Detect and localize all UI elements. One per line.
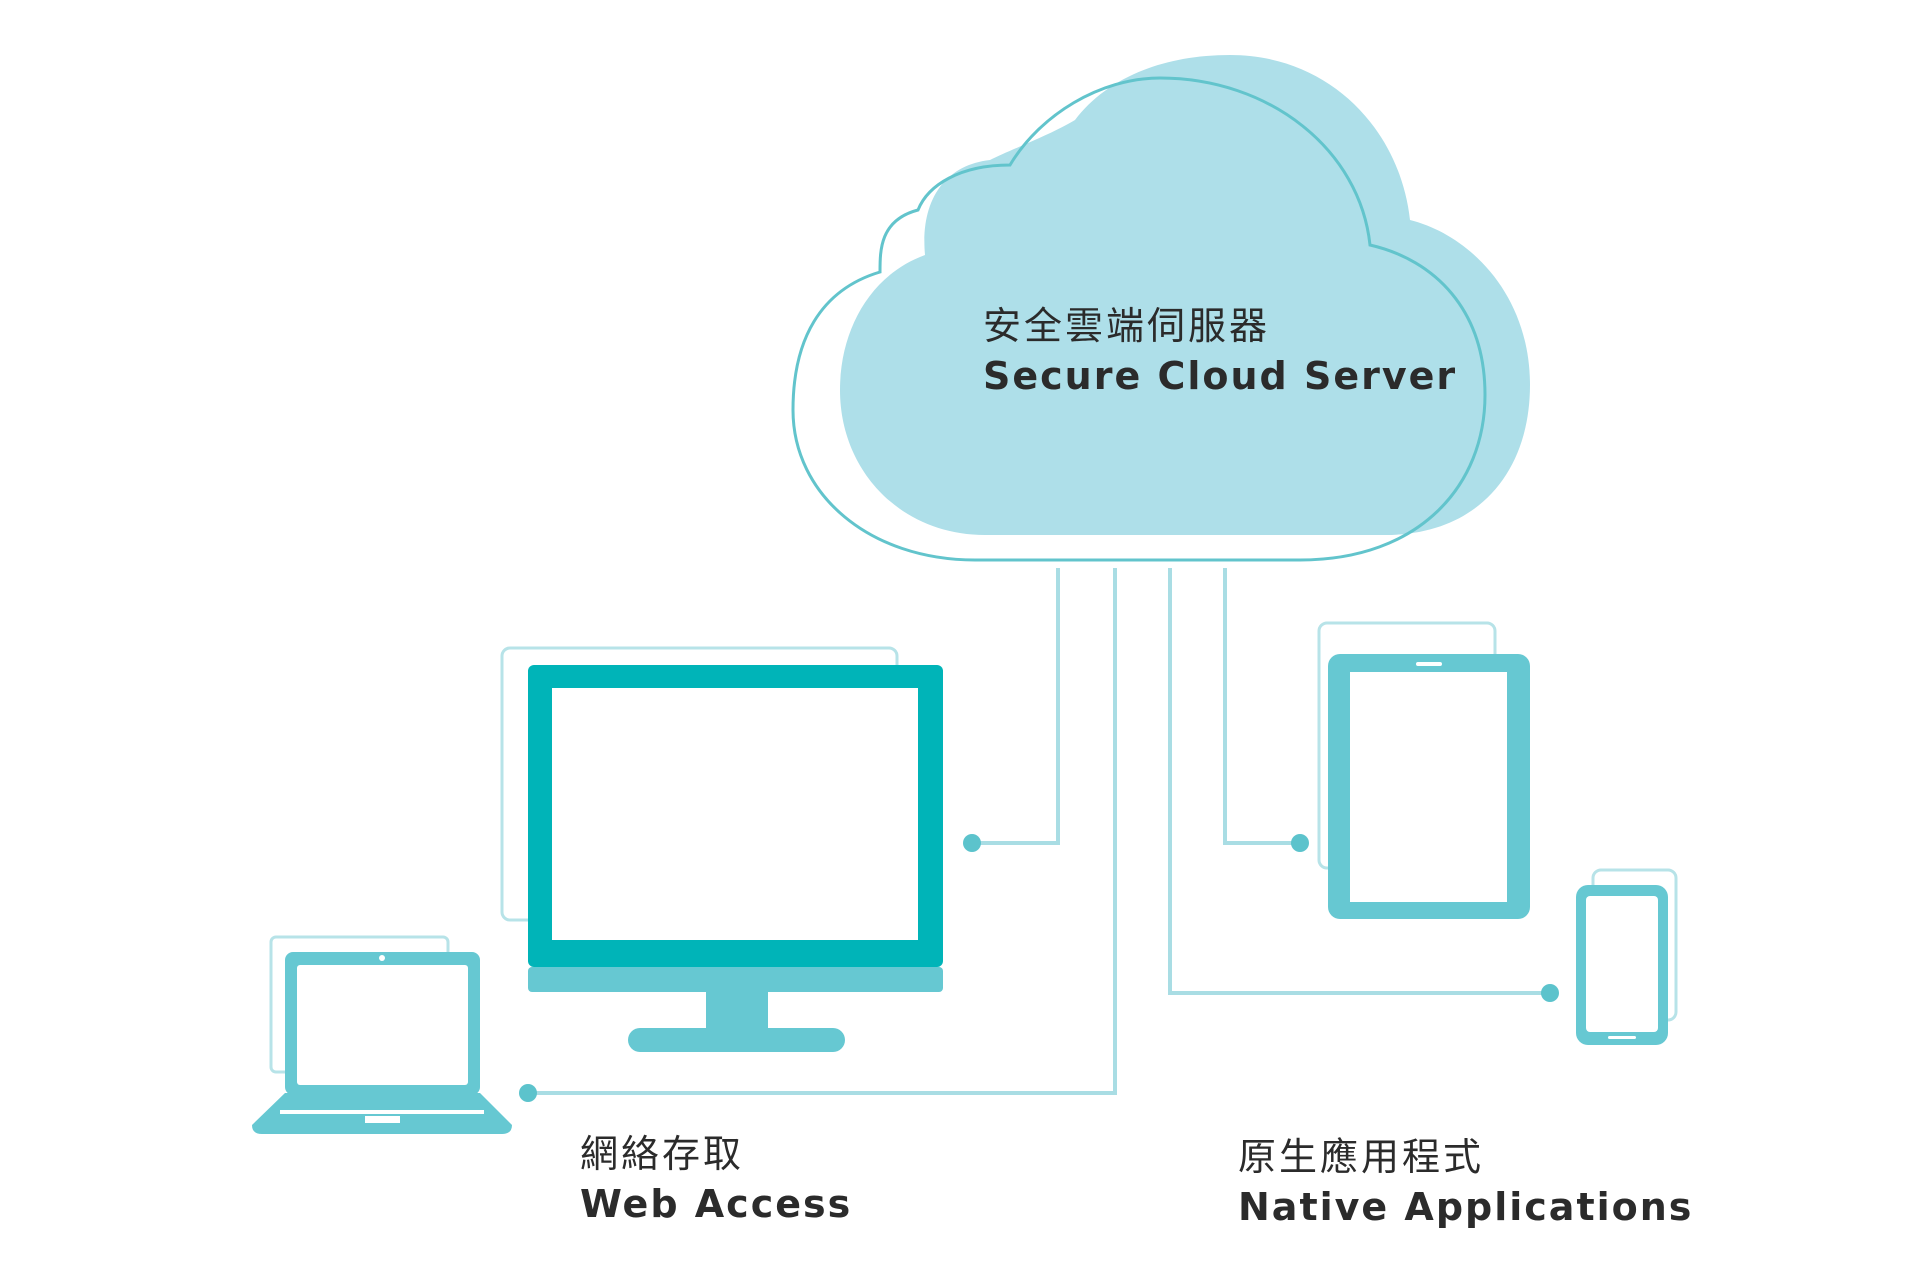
cloud-icon — [791, 55, 1530, 562]
laptop-icon — [252, 935, 512, 1134]
connector-dots — [519, 834, 1559, 1102]
cloud-fill — [840, 55, 1530, 535]
laptop-screen — [297, 965, 468, 1085]
connector-phone — [1168, 568, 1550, 995]
monitor-chin — [528, 967, 943, 992]
dot-phone — [1541, 984, 1559, 1002]
laptop-keyboard-line — [280, 1110, 484, 1114]
cloud-server-title-zh: 安全雲端伺服器 — [983, 304, 1271, 348]
phone-screen — [1586, 896, 1658, 1032]
web-access-title-zh: 網絡存取 — [580, 1132, 745, 1176]
monitor-neck — [706, 992, 768, 1030]
smartphone-icon — [1576, 868, 1678, 1045]
dot-tablet — [1291, 834, 1309, 852]
native-apps-title-zh: 原生應用程式 — [1238, 1135, 1485, 1179]
connector-monitor — [972, 568, 1060, 845]
laptop-camera — [379, 955, 385, 961]
cloud-server-label: 安全雲端伺服器 Secure Cloud Server — [983, 302, 1457, 402]
cloud-server-title-en: Secure Cloud Server — [983, 354, 1458, 398]
tablet-screen — [1350, 672, 1507, 902]
monitor-base — [628, 1028, 845, 1052]
native-apps-title-en: Native Applications — [1238, 1185, 1694, 1229]
web-access-title-en: Web Access — [580, 1182, 853, 1226]
phone-home-bar — [1608, 1036, 1636, 1039]
connector-laptop — [528, 568, 1117, 1095]
dot-monitor — [963, 834, 981, 852]
native-apps-label: 原生應用程式 Native Applications — [1238, 1133, 1693, 1233]
laptop-trackpad — [365, 1116, 400, 1123]
connector-tablet — [1223, 568, 1300, 845]
connector-lines — [528, 568, 1550, 1095]
monitor-screen — [552, 688, 918, 940]
tablet-speaker — [1416, 662, 1442, 666]
tablet-icon — [1317, 621, 1530, 919]
desktop-monitor-icon — [500, 646, 943, 1052]
cloud-outline — [791, 76, 1487, 562]
dot-laptop — [519, 1084, 537, 1102]
web-access-label: 網絡存取 Web Access — [580, 1130, 852, 1230]
